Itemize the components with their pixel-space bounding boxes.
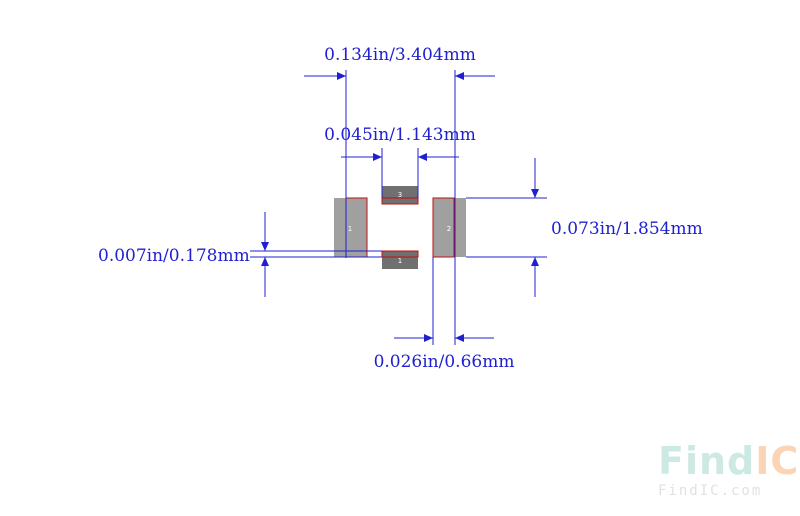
dim-center-pad-width-text: 0.045in/1.143mm [324,125,476,145]
dim-pad-width: 0.026in/0.66mm [374,257,515,372]
watermark-logo-ic: IC [755,439,799,483]
findic-watermark: FindIC FindIC.com [658,439,799,499]
dim-overall-width-text: 0.134in/3.404mm [324,45,476,65]
pad-2-label: 2 [447,225,451,233]
dim-small-gap-text: 0.007in/0.178mm [98,246,250,266]
pad-2 [433,198,466,257]
pad-3 [382,186,418,204]
dim-overall-width: 0.134in/3.404mm [304,45,495,258]
watermark-logo-find: Find [658,439,755,483]
dim-small-gap: 0.007in/0.178mm [98,212,382,297]
dim-pad-height: 0.073in/1.854mm [466,158,703,297]
dim-center-pad-width: 0.045in/1.143mm [324,125,476,198]
pad-4-outline [381,250,419,258]
pad-3-label: 3 [398,191,402,199]
pad-4 [382,251,418,269]
pads-group: 1 2 3 1 [334,186,466,269]
pad-4-label: 1 [398,257,402,265]
dim-pad-width-text: 0.026in/0.66mm [374,352,515,372]
watermark-url: FindIC.com [658,483,762,499]
pad-1 [334,198,367,257]
pad-3-outline [381,197,419,205]
pad-2-outline [432,197,455,258]
dim-pad-height-text: 0.073in/1.854mm [551,219,703,239]
pad-1-label: 1 [348,225,352,233]
watermark-logo: FindIC [658,439,799,483]
